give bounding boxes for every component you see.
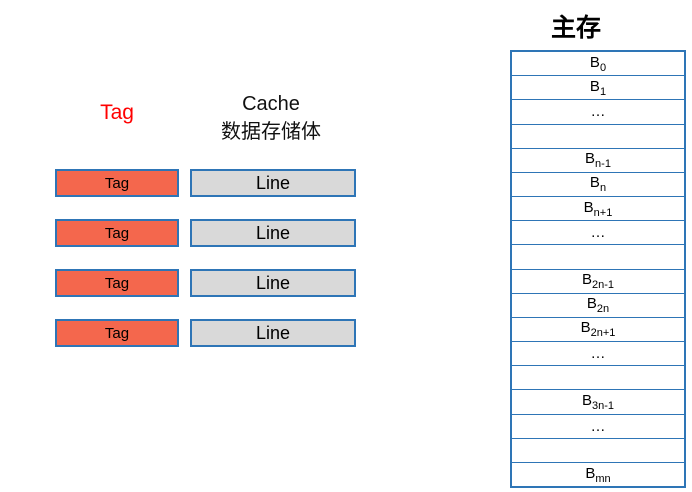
tag-box: Tag [55,269,179,297]
memory-block-row [512,439,684,463]
memory-block-row: … [512,221,684,246]
cache-column-header: Cache 数据存储体 [186,90,356,146]
tag-column-header: Tag [100,101,134,124]
memory-block-row: … [512,415,684,439]
memory-block-label: … [590,103,606,121]
memory-block-label: … [590,345,606,363]
memory-block-label: B3n-1 [581,391,615,412]
memory-block-row: B0 [512,52,684,77]
line-box: Line [190,169,356,197]
memory-block-row: B3n-1 [512,390,684,415]
memory-block-row: Bn [512,173,684,198]
memory-block-label: … [590,417,606,435]
memory-block-row: B2n-1 [512,270,684,294]
memory-block-row: … [512,100,684,125]
memory-block-row: B1 [512,76,684,101]
tag-box: Tag [55,219,179,247]
memory-block-label: B0 [589,53,607,74]
memory-block-label: Bn-1 [585,150,611,171]
memory-block-row: Bn-1 [512,149,684,173]
memory-block-row [512,125,684,149]
memory-block-label: Bn [589,174,607,195]
line-box: Line [190,269,356,297]
memory-block-row: B2n [512,294,684,318]
memory-block-row: Bmn [512,463,684,486]
memory-block-label: B1 [589,77,607,98]
memory-block-label: B2n-1 [581,271,615,292]
memory-block-row [512,366,684,391]
memory-block-label: … [590,224,606,242]
memory-block-row [512,245,684,270]
memory-block-row: … [512,342,684,367]
line-box: Line [190,219,356,247]
tag-box: Tag [55,319,179,347]
memory-block-label: Bmn [585,464,611,485]
cache-header-line2: 数据存储体 [221,121,321,143]
memory-block-row: B2n+1 [512,318,684,343]
memory-block-label: B2n+1 [580,319,616,340]
tag-box: Tag [55,169,179,197]
line-box: Line [190,319,356,347]
main-memory-title: 主存 [550,14,601,42]
memory-block-label: Bn+1 [583,198,613,219]
memory-block-label: B2n [586,295,610,316]
memory-block-row: Bn+1 [512,197,684,222]
cache-header-line1: Cache [242,93,300,115]
